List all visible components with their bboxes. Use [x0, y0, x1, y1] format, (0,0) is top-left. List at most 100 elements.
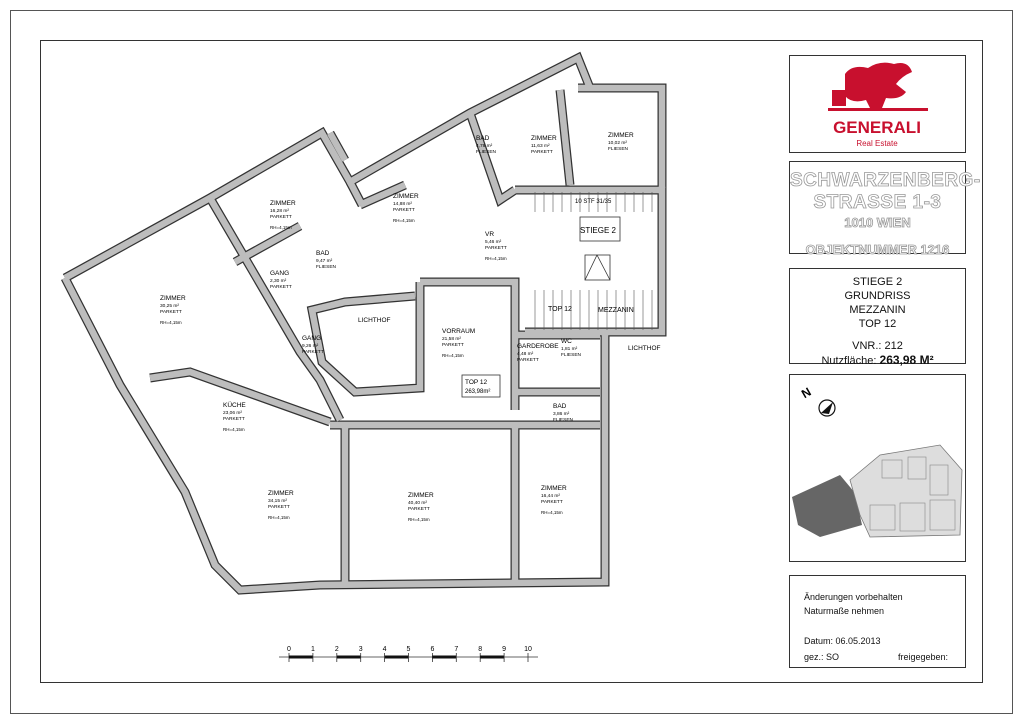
room-name: VR — [485, 231, 494, 238]
logo-brand: GENERALI — [833, 118, 921, 137]
info-area-label: Nutzfläche: — [821, 355, 877, 367]
address-line2: STRASSE 1-3 — [813, 192, 942, 214]
note-date: Datum: 06.05.2013 — [804, 636, 881, 646]
room-name: ZIMMER — [541, 485, 567, 492]
scale-tick-label: 4 — [383, 646, 387, 653]
room-name: ZIMMER — [268, 490, 294, 497]
room-name: ZIMMER — [160, 295, 186, 302]
scale-tick-label: 3 — [359, 646, 363, 653]
scale-tick-label: 6 — [430, 646, 434, 653]
room-floor: FLIESEN — [316, 264, 337, 270]
room-area: 10,02 m² — [608, 140, 627, 146]
wall-fill — [207, 196, 343, 422]
room-name: GARDEROBE — [517, 343, 559, 350]
room-area: 9,26 m² — [302, 343, 319, 349]
wall-fill — [233, 223, 302, 265]
room-name: LICHTHOF — [358, 317, 391, 324]
room-area: 9,47 m² — [316, 258, 333, 264]
wall-fill — [578, 84, 666, 188]
info-vnr: VNR.: 212 — [852, 340, 903, 352]
logo-box: GENERALI Real Estate — [789, 55, 966, 153]
room-name: VORRAUM — [442, 328, 475, 335]
room-floor: PARKETT — [270, 214, 292, 220]
room-label: LICHTHOF — [358, 317, 391, 324]
room-name: ZIMMER — [270, 200, 296, 207]
sheet-border — [10, 10, 1013, 714]
address-line1: SCHWARZENBERG- — [790, 170, 981, 192]
room-area: 14,88 m² — [393, 201, 412, 207]
room-floor: PARKETT — [531, 149, 553, 155]
room-name: GANG — [270, 270, 289, 277]
room-area: 2,30 m² — [270, 278, 287, 284]
room-height: RH=4,15m — [270, 225, 292, 230]
room-height: RH=4,15m — [223, 427, 245, 432]
note-drawn: gez.: SO — [804, 652, 840, 662]
address-city: 1010 WIEN — [844, 215, 911, 231]
site-highlight — [792, 475, 862, 537]
room-height: RH=4,15m — [541, 510, 563, 515]
room-floor: PARKETT — [393, 207, 415, 213]
room-area: 3,86 m² — [553, 411, 570, 417]
wall-fill — [515, 186, 666, 336]
scale-tick-label: 0 — [287, 646, 291, 653]
room-area: 5,46 m² — [485, 239, 502, 245]
scale-segment — [480, 655, 505, 659]
room-name: ZIMMER — [408, 492, 434, 499]
room-floor: FLIESEN — [561, 352, 582, 358]
room-floor: PARKETT — [223, 416, 245, 422]
wall-outline — [515, 185, 667, 337]
mezzanin-label: MEZZANIN — [598, 307, 634, 314]
info-box: STIEGE 2 GRUNDRISS MEZZANIN TOP 12 VNR.:… — [789, 268, 966, 367]
room-area: 23,06 m² — [223, 410, 242, 416]
stair-text: STIEGE 2 — [580, 226, 617, 235]
wall-fill — [358, 182, 407, 208]
room-name: ZIMMER — [393, 193, 419, 200]
room-floor: PARKETT — [485, 245, 507, 251]
scale-tick-label: 8 — [478, 646, 482, 653]
wall-fill — [347, 180, 365, 207]
room-floor: PARKETT — [541, 499, 563, 505]
info-floor: MEZZANIN — [849, 304, 906, 316]
room-floor: PARKETT — [160, 309, 182, 315]
room-height: RH=4,15m — [160, 320, 182, 325]
room-area: 16,44 m² — [541, 493, 560, 499]
room-name: BAD — [316, 250, 330, 257]
scale-tick-label: 7 — [454, 646, 458, 653]
room-floor: PARKETT — [302, 349, 324, 355]
room-name: ZIMMER — [531, 135, 557, 142]
room-floor: FLIESEN — [553, 417, 574, 423]
room-area: 34,15 m² — [268, 498, 287, 504]
scale-segment — [336, 655, 361, 659]
wall-fill — [556, 89, 574, 186]
stair-label: STIEGE 2 10 STF 31/35 — [575, 199, 621, 281]
info-unit: TOP 12 — [858, 318, 897, 330]
room-name: GANG — [302, 335, 321, 342]
room-area: 4,48 m² — [517, 351, 534, 357]
unit-box-title: TOP 12 — [465, 379, 488, 386]
unit-box: TOP 12 263,98m² — [461, 374, 501, 398]
room-height: RH=4,15m — [393, 218, 415, 223]
wall-fill — [420, 278, 519, 410]
room-area: 40,40 m² — [408, 500, 427, 506]
object-number: OBJEKTNUMMER 1216 — [805, 242, 950, 258]
wall-fill — [62, 276, 609, 594]
room-height: RH=4,15m — [268, 515, 290, 520]
scale-tick-label: 5 — [407, 646, 411, 653]
info-type: GRUNDRISS — [844, 290, 911, 302]
generali-logo: GENERALI Real Estate — [828, 62, 928, 148]
room-name: KÜCHE — [223, 401, 246, 409]
info-stair: STIEGE 2 — [852, 276, 903, 288]
